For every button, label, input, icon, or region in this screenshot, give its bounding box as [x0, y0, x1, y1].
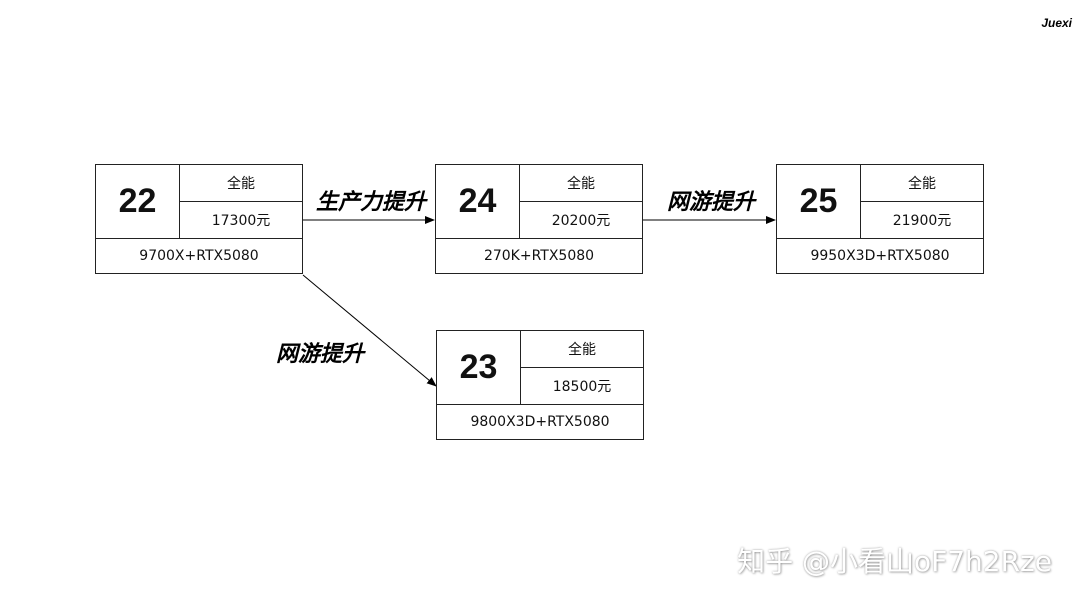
edge-label-productivity: 生产力提升	[316, 190, 427, 215]
node-price: 20200元	[520, 202, 642, 239]
node-23: 23 全能 18500元 9800X3D+RTX5080	[436, 330, 644, 440]
edge-22-to-23	[302, 274, 437, 387]
node-number: 22	[96, 165, 180, 239]
node-tag: 全能	[180, 165, 302, 202]
node-config: 9950X3D+RTX5080	[810, 248, 950, 264]
node-config: 270K+RTX5080	[483, 248, 595, 264]
node-25: 25 全能 21900元 9950X3D+RTX5080	[776, 164, 984, 274]
node-22: 22 全能 17300元 9700X+RTX5080	[95, 164, 303, 274]
node-number: 25	[777, 165, 861, 239]
node-config: 9800X3D+RTX5080	[470, 414, 610, 430]
edge-label-online-gaming-bottom: 网游提升	[276, 342, 365, 367]
watermark: 知乎 @小看山oF7h2Rze	[737, 545, 1052, 578]
brand-logo: Juexi	[1041, 16, 1072, 30]
node-24: 24 全能 20200元 270K+RTX5080	[435, 164, 643, 274]
node-number: 24	[436, 165, 520, 239]
node-tag: 全能	[521, 331, 643, 368]
node-price: 17300元	[180, 202, 302, 239]
edge-label-online-gaming-top: 网游提升	[667, 190, 756, 215]
node-price: 21900元	[861, 202, 983, 239]
node-tag: 全能	[861, 165, 983, 202]
node-tag: 全能	[520, 165, 642, 202]
node-config: 9700X+RTX5080	[139, 248, 259, 264]
node-price: 18500元	[521, 368, 643, 405]
node-number: 23	[437, 331, 521, 405]
